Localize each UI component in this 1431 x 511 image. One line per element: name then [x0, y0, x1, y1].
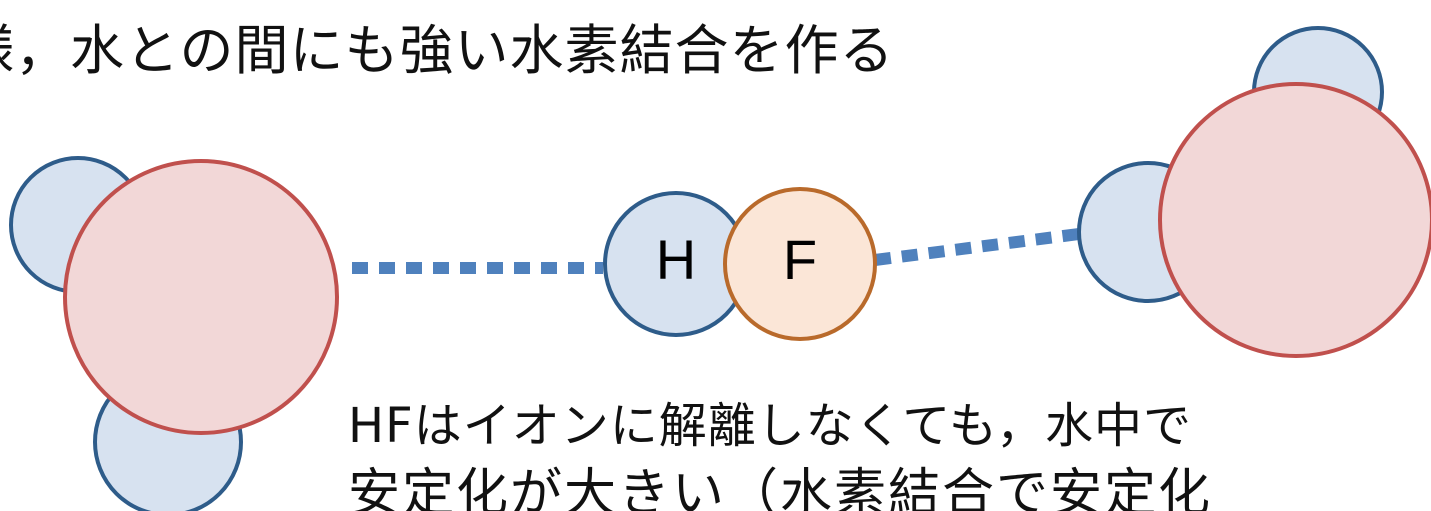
hydrogen-label: H [656, 228, 696, 291]
left-water-oxygen [63, 159, 339, 435]
explanation-line-1: HFはイオンに解離しなくても，水中で [348, 398, 1192, 454]
left-water-molecule [9, 156, 339, 511]
right-water-molecule [1077, 26, 1431, 358]
hf-molecule: H F [603, 187, 877, 341]
right-hydrogen-bond [874, 227, 1088, 266]
fluorine-label: F [783, 228, 817, 291]
top-caption: 様，水との間にも強い水素結合を作る [0, 19, 895, 82]
right-water-oxygen [1158, 82, 1431, 358]
explanation-line-2: 安定化が大きい（水素結合で安定化 [348, 464, 1213, 511]
fluorine-atom [723, 187, 877, 341]
